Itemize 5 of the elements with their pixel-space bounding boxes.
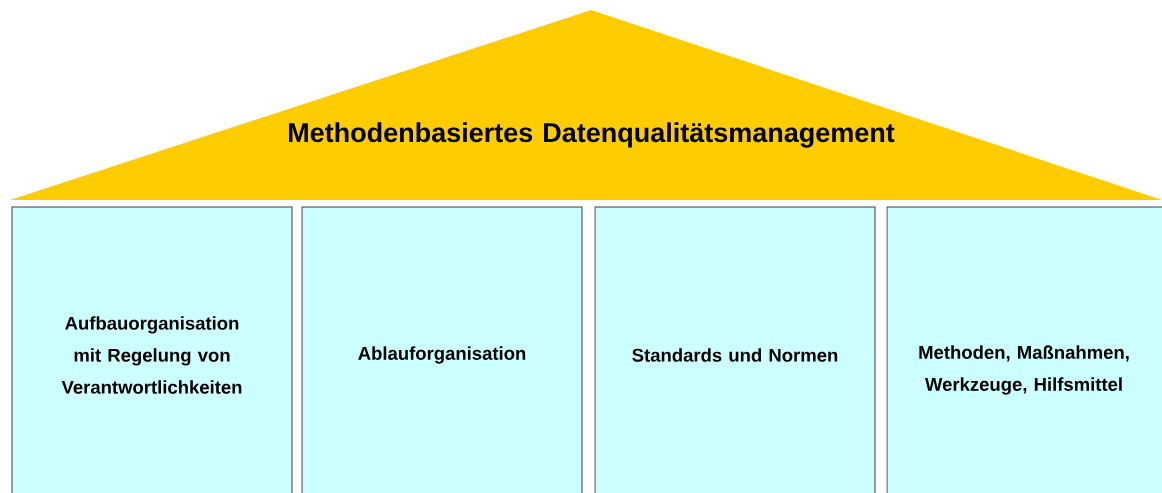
roof-triangle: Methodenbasiertes Datenqualitätsmanagement xyxy=(10,10,1162,200)
pillar-box: Ablauforganisation xyxy=(301,206,583,493)
pillar-box: Methoden, Maßnahmen, Werkzeuge, Hilfsmittel xyxy=(886,206,1162,493)
pillar-box: Standards und Normen xyxy=(594,206,876,493)
pillar-box: Aufbauorganisation mit Regelung von Verantwortlichkeiten xyxy=(11,206,293,493)
